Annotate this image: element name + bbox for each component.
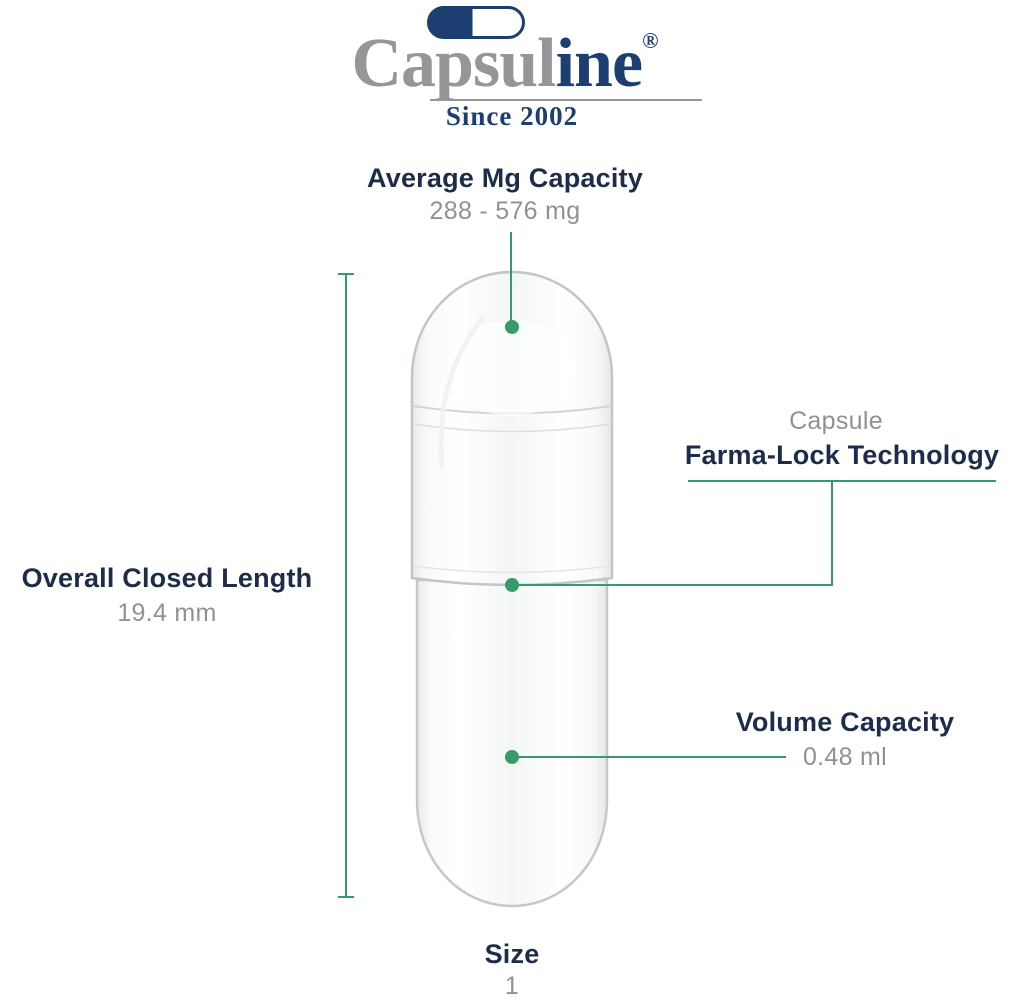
volume-value: 0.48 ml xyxy=(802,743,888,771)
brand-tagline: Since 2002 xyxy=(445,101,579,131)
capsule-dome-reflection xyxy=(448,320,576,416)
avg-capacity-marker-dot xyxy=(505,320,519,334)
capsule-rim-ring-2 xyxy=(412,423,612,433)
logo-divider xyxy=(430,99,702,101)
volume-title: Volume Capacity xyxy=(735,707,955,737)
closed-length-title: Overall Closed Length xyxy=(21,563,313,593)
avg-capacity-title: Average Mg Capacity xyxy=(367,163,643,193)
farma-lock-title: Farma-Lock Technology xyxy=(684,440,1000,470)
brand-name-navy-part: ine xyxy=(555,25,643,102)
capsule-illustration xyxy=(410,270,614,908)
volume-marker-dot xyxy=(505,750,519,764)
length-measure-line xyxy=(345,274,347,898)
avg-capacity-leader-line xyxy=(510,232,512,322)
farma-lock-subtitle: Capsule xyxy=(789,407,883,435)
farma-lock-marker-dot xyxy=(505,578,519,592)
capsule-icon xyxy=(427,6,525,39)
capsule-side-reflection xyxy=(438,314,486,469)
capsule-body xyxy=(415,578,609,908)
size-title: Size xyxy=(484,939,540,969)
farma-lock-leader-horizontal xyxy=(518,584,833,586)
registered-trademark: ® xyxy=(642,28,659,53)
size-value: 1 xyxy=(504,972,520,1000)
closed-length-value: 19.4 mm xyxy=(117,599,217,627)
brand-name: Capsuline® xyxy=(0,24,1010,104)
farma-lock-leader-vertical xyxy=(831,480,833,586)
length-measure-bottom-cap xyxy=(338,896,354,898)
farma-lock-underline xyxy=(688,480,996,482)
brand-name-gray-part: Capsul xyxy=(351,25,557,102)
volume-leader-line xyxy=(518,756,786,758)
length-measure-top-cap xyxy=(338,273,354,275)
capsule-seam-highlight xyxy=(413,565,611,574)
avg-capacity-value: 288 - 576 mg xyxy=(429,197,581,225)
